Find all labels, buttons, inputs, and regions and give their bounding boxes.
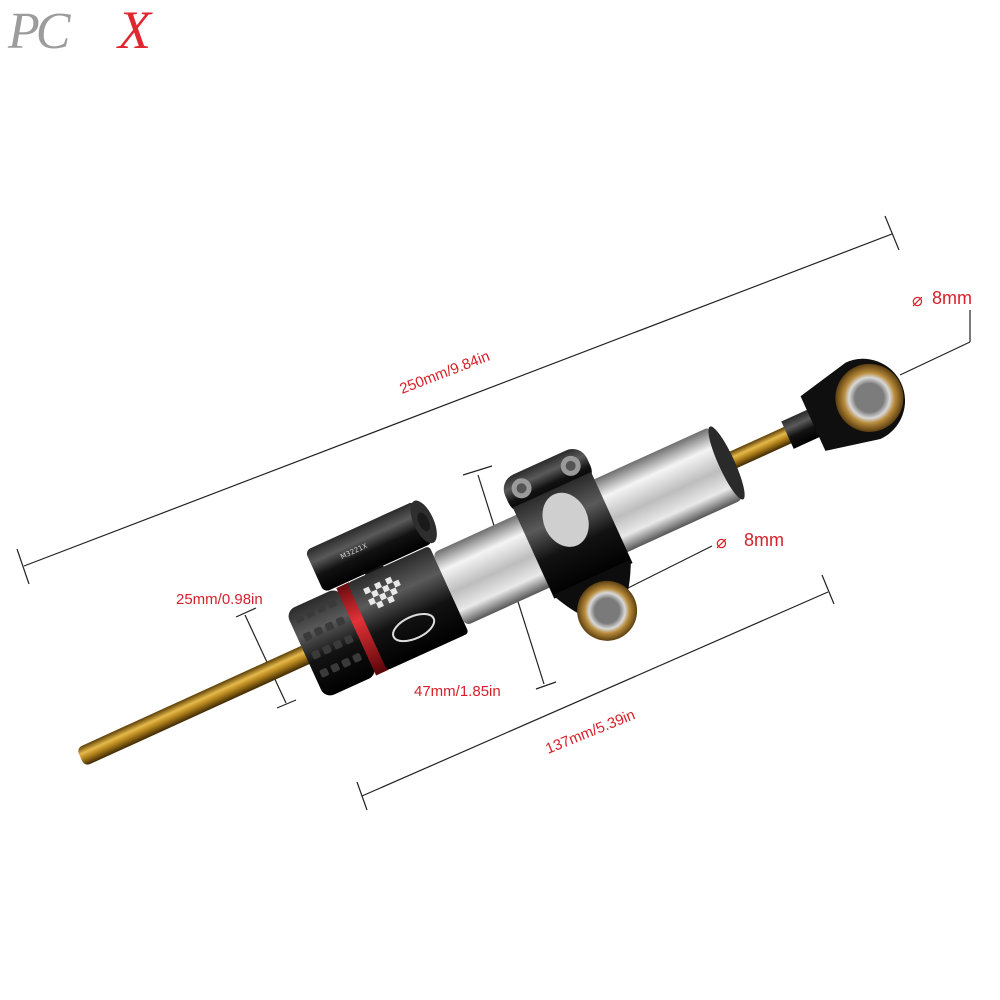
steering-damper: M3221X [78,358,906,765]
label-overall-length: 250mm/9.84in [397,348,492,398]
svg-text:X: X [116,0,153,60]
adjuster-knob [288,590,375,696]
dimension-rod-diameter [235,607,297,709]
mounting-clamp [503,449,638,641]
pcx-logo: PC X [7,0,153,60]
svg-text:8mm: 8mm [744,530,784,550]
diameter-symbol: ⌀ [716,532,727,552]
rod-end-eye [781,358,906,451]
damper-head [348,547,468,670]
dimension-overall-length [16,215,900,585]
piston-rod-end [722,425,794,472]
piston-rod [78,638,329,765]
label-eye-diameter-mid: ⌀ 8mm [716,530,784,552]
reservoir-canister: M3221X [306,500,437,591]
label-rod-diameter: 25mm/0.98in [176,591,263,608]
leader-top-eye [899,341,971,376]
red-ring [336,582,389,676]
label-eye-diameter-top: ⌀ 8mm [912,288,972,310]
dimension-stroke-length [356,574,835,811]
body-end-cap [708,426,745,500]
leader-mid-eye [611,545,713,597]
label-stroke-length: 137mm/5.39in [543,706,638,757]
label-reservoir-height: 47mm/1.85in [414,683,501,700]
diameter-symbol: ⌀ [912,290,923,310]
svg-text:PC: PC [7,3,72,60]
svg-text:8mm: 8mm [932,288,972,308]
